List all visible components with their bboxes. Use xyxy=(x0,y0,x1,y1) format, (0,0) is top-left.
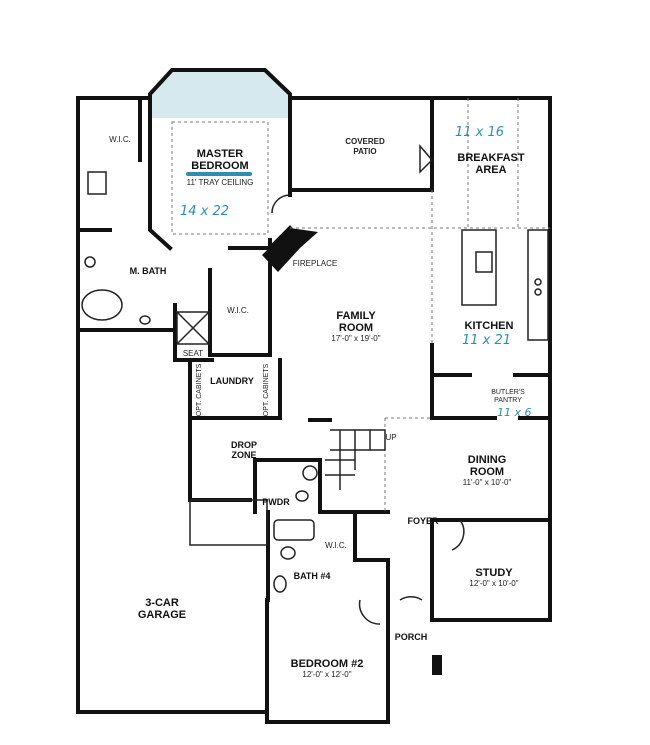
covered-patio-label-2: PATIO xyxy=(353,147,376,156)
bath-4-label: BATH #4 xyxy=(294,571,331,581)
garage-label-2: GARAGE xyxy=(138,609,186,621)
butlers-pantry-label: BUTLER'S xyxy=(491,389,525,396)
kitchen-label: KITCHEN xyxy=(465,320,514,332)
drop-zone-label: DROP xyxy=(231,440,257,450)
dining-room-label: DINING xyxy=(468,454,507,466)
breakfast-area-label: BREAKFAST xyxy=(457,152,525,164)
dining-room-label-2: ROOM xyxy=(470,466,504,478)
opt-cabinets-left: OPT. CABINETS xyxy=(196,363,203,416)
garage-label: 3-CAR xyxy=(145,597,179,609)
master-handwritten-dims: 14 x 22 xyxy=(180,204,229,219)
laundry-label: LAUNDRY xyxy=(210,376,254,386)
opt-cabinets-right: OPT. CABINETS xyxy=(263,363,270,416)
master-bedroom-label-2: BEDROOM xyxy=(191,160,248,172)
study-dims: 12'-0" x 10'-0" xyxy=(469,579,518,588)
stairs-up-label: UP xyxy=(385,433,396,442)
fireplace-shape xyxy=(262,228,318,272)
butlers-pantry-label-2: PANTRY xyxy=(494,397,522,404)
pantry-handwritten-dims: 11 x 6 xyxy=(497,406,532,419)
covered-patio-label: COVERED xyxy=(345,137,385,146)
porch-label: PORCH xyxy=(395,632,428,642)
breakfast-handwritten-dims: 11 x 16 xyxy=(455,125,504,140)
family-room-dims: 17'-0" x 19'-0" xyxy=(331,334,380,343)
master-bay-window xyxy=(152,72,288,118)
drop-zone-label-2: ZONE xyxy=(231,450,256,460)
study-label: STUDY xyxy=(475,567,513,579)
dining-room-dims: 11'-0" x 10'-0" xyxy=(463,478,512,487)
master-bedroom-label: MASTER xyxy=(197,148,244,160)
dashed-lines xyxy=(171,98,550,512)
wic-bath4-label: W.I.C. xyxy=(325,541,347,550)
wic-mid-label: W.I.C. xyxy=(227,306,249,315)
bedroom-2-label: BEDROOM #2 xyxy=(291,658,364,670)
kitchen-handwritten-dims: 11 x 21 xyxy=(462,333,511,348)
tray-ceiling-note: 11' TRAY CEILING xyxy=(187,178,254,187)
fireplace-label: FIREPLACE xyxy=(293,259,337,268)
bedroom-2-dims: 12'-0" x 12'-0" xyxy=(302,670,351,679)
seat-label: SEAT xyxy=(183,349,203,358)
wic-top-label: W.I.C. xyxy=(109,135,131,144)
foyer-label: FOYER xyxy=(407,516,439,526)
breakfast-area-label-2: AREA xyxy=(475,164,506,176)
family-room-label: FAMILY xyxy=(336,310,376,322)
room-labels: MASTER BEDROOM 11' TRAY CEILING 14 x 22 … xyxy=(109,125,531,679)
m-bath-label: M. BATH xyxy=(130,266,167,276)
pwdr-label: PWDR xyxy=(262,497,290,507)
fixtures xyxy=(81,143,549,675)
family-room-label-2: ROOM xyxy=(339,322,373,334)
